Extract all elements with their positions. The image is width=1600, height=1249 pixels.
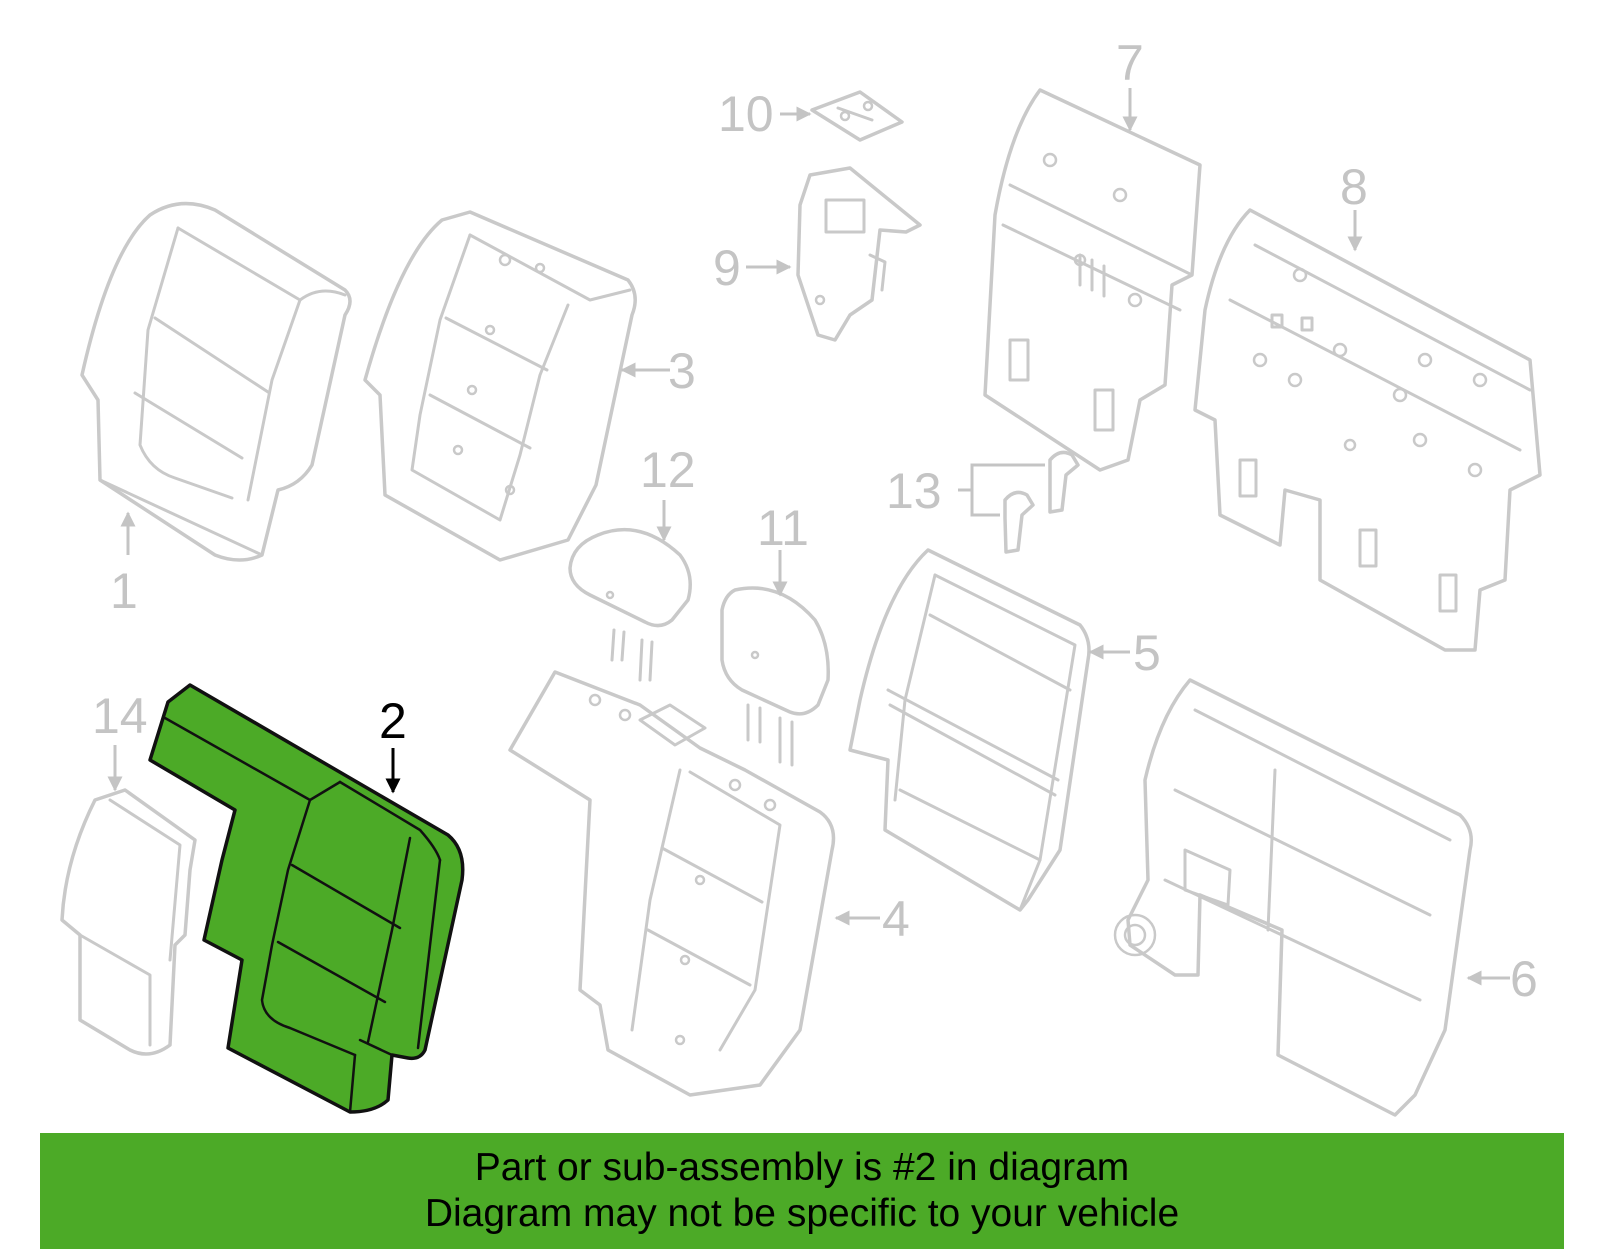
part-6-seat-frame[interactable] (1113, 678, 1473, 1117)
callout-7-label: 7 (1116, 35, 1144, 91)
callout-10[interactable]: 10 (718, 86, 812, 142)
callout-1-label: 1 (110, 563, 138, 619)
callout-5-label: 5 (1133, 625, 1161, 681)
part-1-seat-back-cover[interactable] (80, 201, 352, 562)
callout-4-label: 4 (882, 891, 910, 947)
callout-13[interactable]: 13 (886, 463, 1045, 519)
callout-14[interactable]: 14 (92, 688, 148, 792)
callout-12[interactable]: 12 (640, 442, 696, 542)
part-4-seat-back-panel[interactable] (508, 670, 836, 1097)
callout-6-label: 6 (1510, 951, 1538, 1007)
part-5-seat-back-frame[interactable] (848, 548, 1091, 912)
callout-11[interactable]: 11 (757, 500, 809, 597)
callout-12-label: 12 (640, 442, 696, 498)
callout-13-label: 13 (886, 463, 942, 519)
callout-5[interactable]: 5 (1088, 625, 1161, 681)
callout-6[interactable]: 6 (1466, 951, 1538, 1007)
part-7-rear-panel[interactable] (983, 88, 1202, 472)
callout-14-label: 14 (92, 688, 148, 744)
callout-1[interactable]: 1 (110, 511, 138, 619)
banner-line-part-number: Part or sub-assembly is #2 in diagram (474, 1146, 1130, 1189)
part-11-headrest[interactable] (720, 586, 830, 767)
callout-8[interactable]: 8 (1340, 159, 1368, 252)
part-12-headrest[interactable] (568, 527, 692, 682)
callout-8-label: 8 (1340, 159, 1368, 215)
banner-line-disclaimer: Diagram may not be specific to your vehi… (424, 1192, 1180, 1235)
callout-2-label: 2 (379, 693, 407, 749)
callout-10-label: 10 (718, 86, 774, 142)
callout-4[interactable]: 4 (834, 891, 910, 947)
callout-7[interactable]: 7 (1116, 35, 1144, 132)
callout-9[interactable]: 9 (713, 240, 792, 296)
part-8-large-rear-panel[interactable] (1193, 208, 1542, 652)
part-3-seat-back-panel[interactable] (363, 210, 637, 562)
part-13-latch-studs[interactable] (1003, 450, 1080, 554)
part-10-bracket[interactable] (810, 90, 904, 142)
callout-11-label: 11 (757, 500, 809, 556)
part-9-hinge-bracket[interactable] (796, 166, 922, 342)
info-banner: Part or sub-assembly is #2 in diagram Di… (40, 1133, 1564, 1249)
callout-2[interactable]: 2 (379, 693, 407, 794)
part-14-armrest[interactable] (60, 788, 197, 1056)
callout-3[interactable]: 3 (620, 343, 696, 399)
part-2-seat-back-cover-highlighted[interactable] (148, 683, 465, 1114)
callout-9-label: 9 (713, 240, 741, 296)
callout-3-label: 3 (668, 343, 696, 399)
